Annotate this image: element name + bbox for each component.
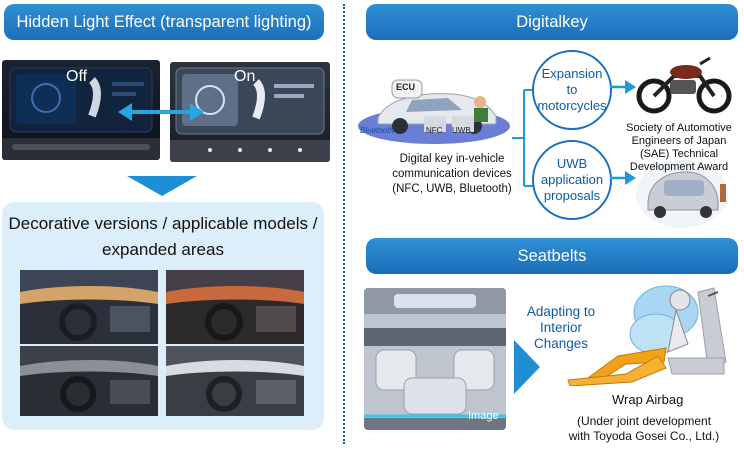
- off-label: Off: [66, 68, 88, 85]
- motorcycle-arrow-icon: [610, 80, 636, 94]
- column-divider: [343, 4, 345, 444]
- award-arrow-icon: [610, 171, 636, 185]
- ecu-label: ECU: [396, 82, 416, 92]
- joint-line1: (Under joint development: [576, 414, 712, 428]
- hidden-light-banner: Hidden Light Effect (transparent lightin…: [4, 4, 324, 40]
- decorative-versions-panel: Decorative versions / applicable models …: [2, 202, 324, 430]
- nfc-label: NFC: [426, 126, 443, 135]
- device-caption-line1: Digital key in-vehicle: [399, 153, 505, 165]
- award-line2: Engineers of Japan: [631, 134, 727, 147]
- bluetooth-label: Bluetooth: [360, 126, 394, 135]
- interior-variant-image-1: [20, 270, 158, 344]
- joint-development-caption: (Under joint development with Toyoda Gos…: [548, 414, 740, 444]
- award-line4: Development Award: [629, 160, 729, 173]
- adapting-line2: Interior: [539, 320, 583, 336]
- hidden-light-title: Hidden Light Effect (transparent lightin…: [16, 12, 312, 31]
- vehicle-interior-image: Image: [364, 288, 506, 430]
- circle1-line3: motorcycles: [537, 98, 607, 114]
- uwb-circle: UWB application proposals: [532, 140, 612, 220]
- award-line1: Society of Automotive: [626, 122, 732, 134]
- device-caption-line3: (NFC, UWB, Bluetooth): [392, 182, 512, 195]
- off-on-double-arrow-icon: [118, 103, 204, 121]
- wrap-airbag-image: [567, 285, 727, 386]
- sae-award-caption: Society of Automotive Engineers of Japan…: [614, 122, 744, 174]
- circle2-line3: proposals: [543, 188, 601, 204]
- image-label: Image: [468, 410, 499, 422]
- adapting-line1: Adapting to: [526, 304, 596, 319]
- award-vehicle-image: [636, 160, 728, 228]
- display-off-image: Off: [2, 60, 160, 160]
- right-arrow-icon: [514, 340, 540, 394]
- digitalkey-title: Digitalkey: [516, 12, 588, 31]
- vehicle-interior-graphic: [364, 288, 506, 430]
- seatbelts-title: Seatbelts: [517, 246, 587, 265]
- circle1-line2: to: [566, 81, 578, 97]
- adapting-line3: Changes: [533, 336, 589, 352]
- interior-variant-image-3: [20, 346, 158, 416]
- expansion-circle: Expansion to motorcycles: [532, 50, 612, 130]
- uwb-label: UWB: [452, 126, 471, 135]
- device-caption-line2: communication devices: [392, 167, 512, 180]
- wrap-airbag-label: Wrap Airbag: [612, 392, 684, 407]
- circle1-line1: Expansion: [541, 65, 603, 81]
- display-off-graphic: [2, 67, 160, 160]
- motorcycle-icon: [636, 56, 732, 114]
- circle2-line2: application: [540, 171, 604, 187]
- interior-variant-image-4: [166, 346, 304, 416]
- expanded-heading-line1: Decorative versions / applicable models …: [8, 214, 318, 233]
- seatbelts-banner: Seatbelts: [366, 238, 738, 274]
- digital-key-car-image: [358, 79, 510, 144]
- digitalkey-banner: Digitalkey: [366, 4, 738, 40]
- device-caption: Digital key in-vehicle communication dev…: [366, 152, 538, 197]
- expanded-heading-line2: expanded areas: [102, 240, 224, 259]
- interior-variant-image-2: [166, 270, 304, 344]
- circle2-line1: UWB: [556, 155, 588, 171]
- joint-line2: with Toyoda Gosei Co., Ltd.): [568, 429, 720, 443]
- adapting-caption: Adapting to Interior Changes: [520, 304, 602, 353]
- down-arrow-icon: [127, 176, 197, 196]
- award-line3: (SAE) Technical: [639, 147, 719, 160]
- on-label: On: [234, 68, 256, 85]
